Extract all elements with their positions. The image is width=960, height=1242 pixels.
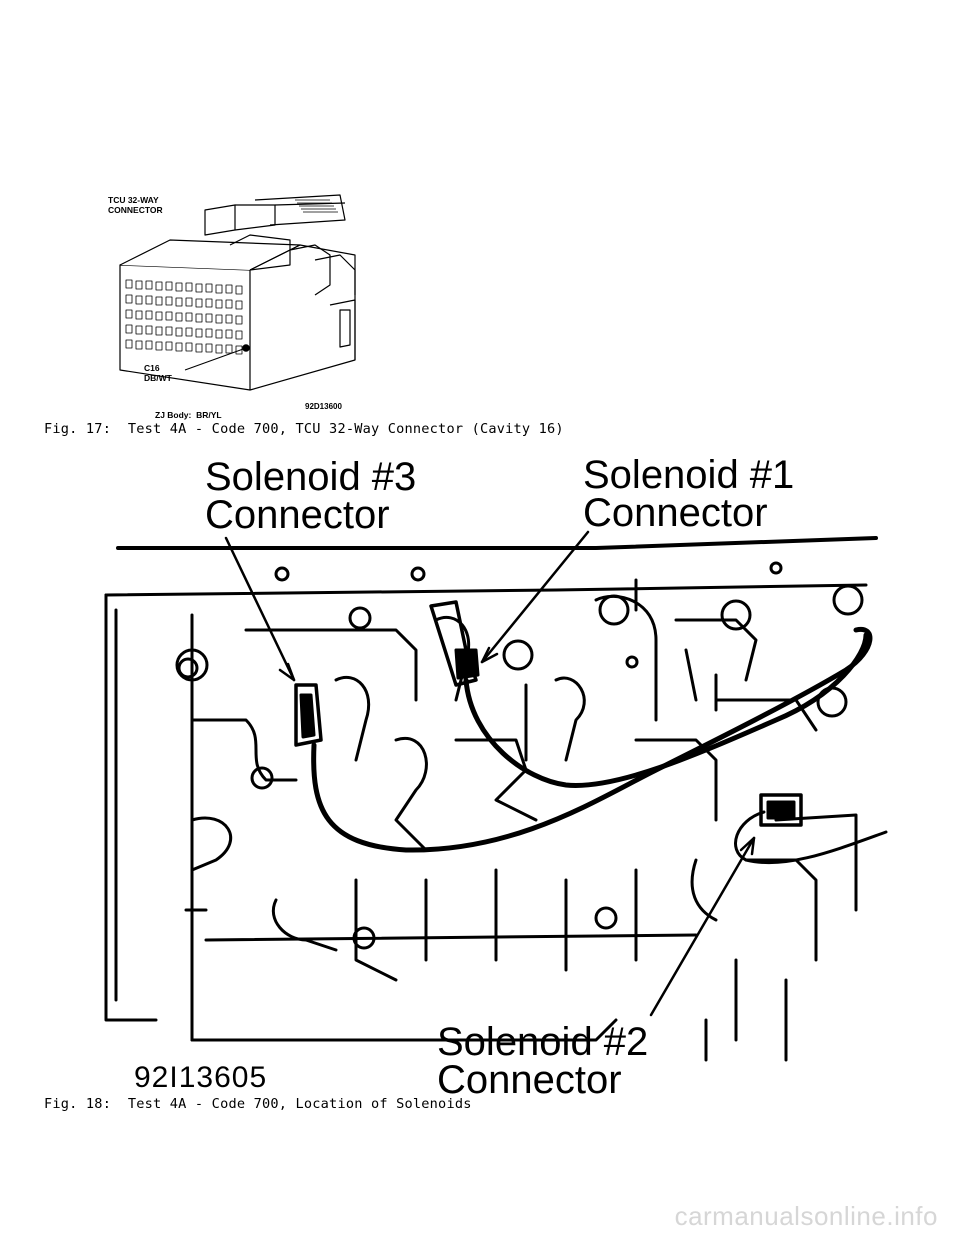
watermark: carmanualsonline.info [674,1201,938,1231]
tcu-connector-illustration [119,194,356,391]
solenoid1-label-line2: Connector [583,491,768,535]
solenoid1-label-line1: Solenoid #1 [583,453,795,497]
figure17-part-code: 92D13600 [305,402,342,411]
cavity-label-line2: DB/WT [144,373,172,383]
solenoid3-label-line1: Solenoid #3 [205,455,417,499]
solenoid-location-illustration [104,530,888,1062]
connector-title-line1: TCU 32-WAY [108,195,159,205]
solenoid3-label-line2: Connector [205,493,390,537]
solenoid2-label-line1: Solenoid #2 [437,1020,649,1064]
connector-title-line2: CONNECTOR [108,205,163,215]
figure18-part-code: 92I13605 [134,1061,268,1094]
body-note: ZJ Body: BR/YL [155,410,222,420]
figure18-caption: Fig. 18: Test 4A - Code 700, Location of… [44,1096,472,1112]
solenoid2-label-line2: Connector [437,1058,622,1102]
figure17-caption: Fig. 17: Test 4A - Code 700, TCU 32-Way … [44,421,564,437]
cavity-label-line1: C16 [144,363,160,373]
